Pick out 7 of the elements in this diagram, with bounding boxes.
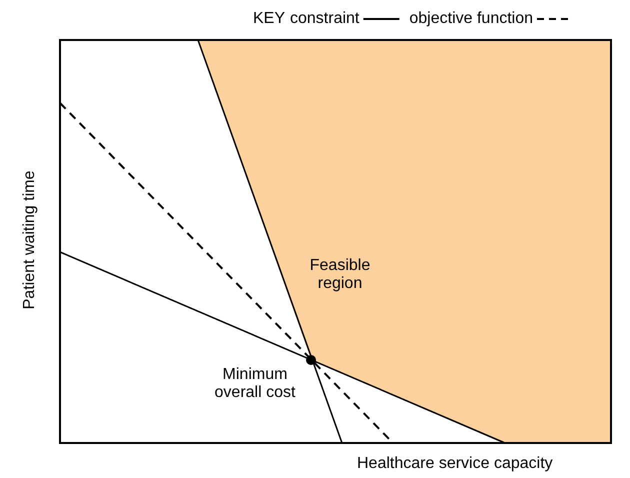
axis-title: Patient waiting time: [20, 170, 39, 310]
axis-title: Healthcare service capacity: [357, 455, 553, 474]
legend-label: objective function: [409, 10, 534, 28]
key-title: KEY: [253, 10, 286, 28]
region-label: Feasible region: [308, 257, 372, 294]
legend-label: constraint: [290, 10, 360, 28]
point-label: Minimum overall cost: [214, 366, 296, 403]
